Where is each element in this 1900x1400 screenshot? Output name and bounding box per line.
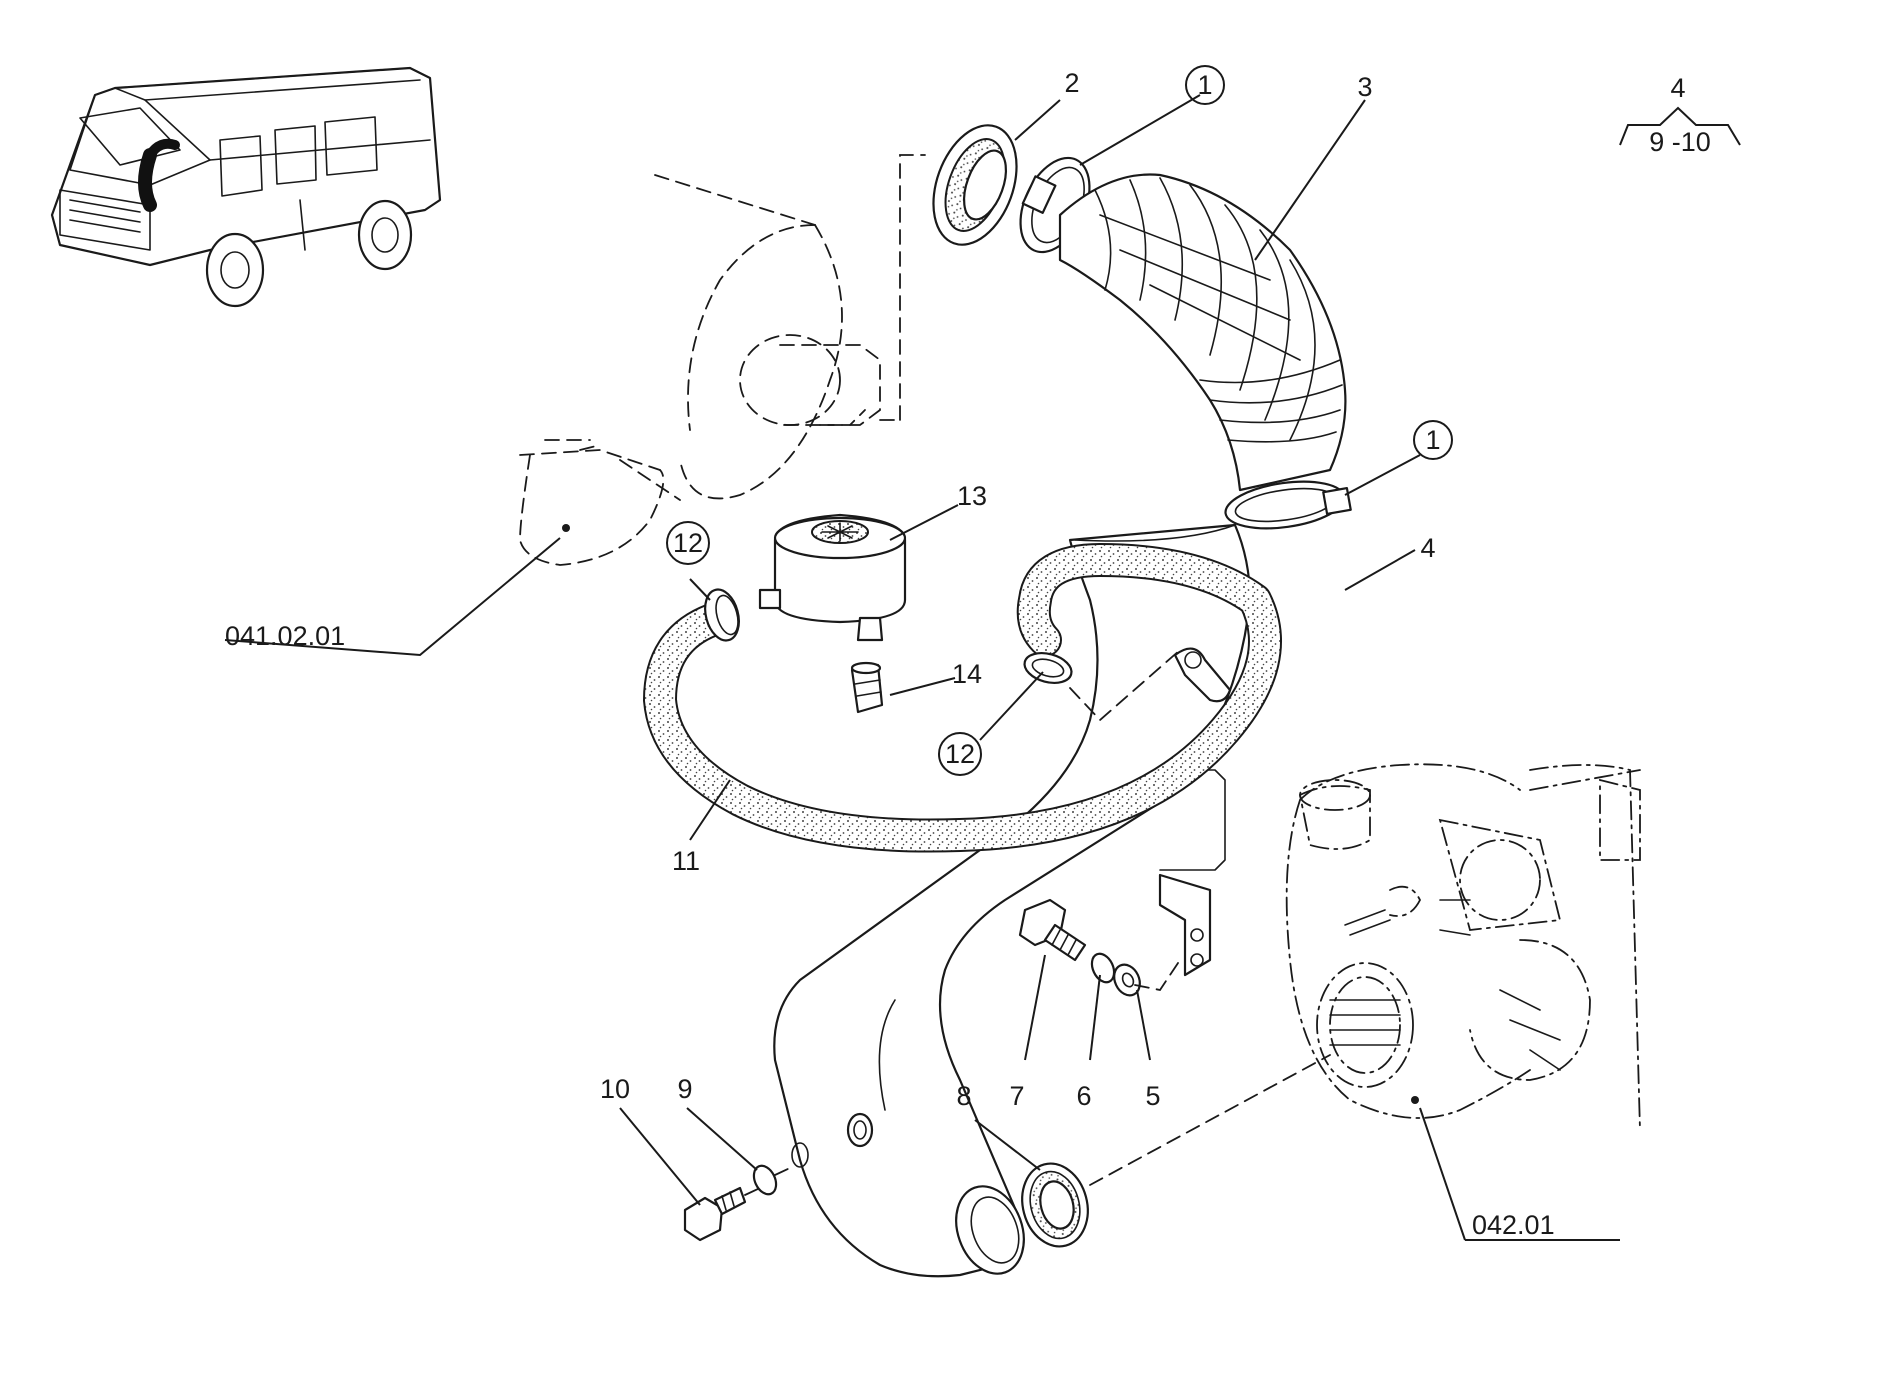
washer-9 xyxy=(752,1164,778,1196)
callout-8: 8 xyxy=(956,1081,971,1111)
gasket-8 xyxy=(1021,1162,1089,1248)
bolt-10-dashed-path xyxy=(744,1167,791,1196)
breather-link-ghost xyxy=(1069,647,1232,722)
callout-12-lower: 12 xyxy=(945,739,975,769)
turbocharger-ghost-042 xyxy=(1285,763,1641,1131)
hose-clamp-1-lower xyxy=(1224,480,1352,530)
legend-note-top: 4 xyxy=(1670,73,1685,103)
callout-2: 2 xyxy=(1064,68,1079,98)
callout-circle-1-top xyxy=(1185,65,1225,105)
intake-hose-3 xyxy=(1058,173,1347,492)
callout-9: 9 xyxy=(677,1074,692,1104)
callout-14: 14 xyxy=(952,659,982,689)
reference-042-01: 042.01 xyxy=(1472,1210,1555,1240)
washer-6 xyxy=(1090,952,1116,984)
ghost-bracket-041 xyxy=(519,439,681,566)
callout-11: 11 xyxy=(672,846,700,876)
callout-4: 4 xyxy=(1420,533,1435,563)
callout-13: 13 xyxy=(957,481,987,511)
callout-1-top: 1 xyxy=(1197,70,1212,100)
air-cleaner-ghost xyxy=(654,154,926,500)
callout-circle-12-lower xyxy=(938,732,982,776)
washer-5 xyxy=(1113,963,1141,997)
sealing-ring-2 xyxy=(932,124,1018,246)
gasket-dashed-path xyxy=(1089,1054,1331,1186)
legend-note: 4 9 -10 xyxy=(1619,73,1741,157)
callout-circle-12-upper xyxy=(666,521,710,565)
vehicle-thumbnail xyxy=(50,66,442,308)
callout-5: 5 xyxy=(1145,1081,1160,1111)
bolt-dashed-path xyxy=(1134,959,1181,992)
callout-12-upper: 12 xyxy=(673,528,703,558)
hose-clamp-12-upper xyxy=(704,588,740,642)
breather-hose-11 xyxy=(643,543,1282,853)
callout-6: 6 xyxy=(1076,1081,1091,1111)
intake-pipe-4 xyxy=(773,523,1252,1278)
hose-clamp-12-lower xyxy=(1023,652,1073,684)
bolt-10 xyxy=(683,1186,747,1242)
bolt-7 xyxy=(1018,898,1087,962)
callout-1-mid: 1 xyxy=(1425,425,1440,455)
breather-valve-13 xyxy=(758,513,907,642)
leader-lines xyxy=(224,94,1620,1241)
callout-10: 10 xyxy=(600,1074,630,1104)
callout-3: 3 xyxy=(1357,72,1372,102)
callout-circle-1-mid xyxy=(1413,420,1453,460)
legend-note-bottom: 9 -10 xyxy=(1649,127,1711,157)
reference-041-02-01: 041.02.01 xyxy=(225,621,345,651)
callout-7: 7 xyxy=(1009,1081,1024,1111)
connector-14 xyxy=(850,661,884,714)
